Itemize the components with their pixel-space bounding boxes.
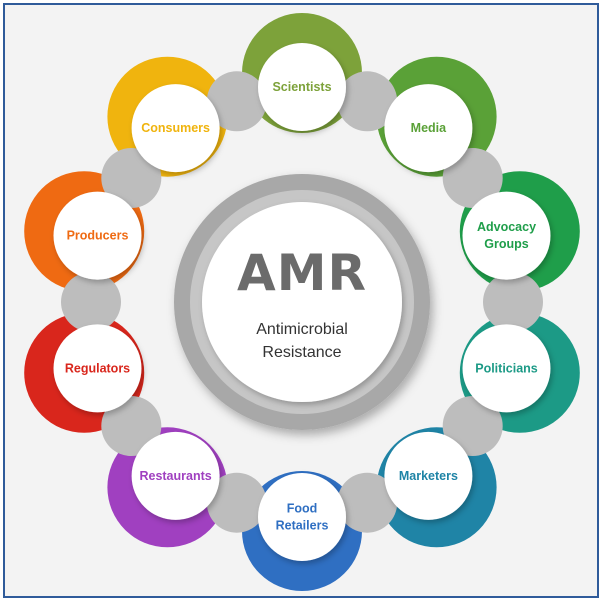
connector-circle-2 (483, 272, 543, 332)
stakeholder-node-circle (258, 43, 346, 131)
stakeholder-node-4: Marketers (384, 431, 473, 520)
connector-circle-8 (101, 148, 162, 208)
stakeholder-node-circle (131, 84, 220, 173)
stakeholder-label: Groups (484, 237, 528, 251)
stakeholder-label: Consumers (141, 121, 210, 135)
connector-circle-5 (206, 472, 267, 533)
stakeholder-node-circle (384, 431, 473, 520)
stakeholder-node-circle (53, 191, 142, 280)
connector-circles (61, 71, 543, 533)
stakeholder-node-6: Restaurants (131, 431, 220, 520)
stakeholder-node-3: Politicians (462, 324, 551, 413)
stakeholder-label: Producers (67, 229, 129, 243)
center-title: AMR (237, 244, 367, 302)
stakeholder-node-circle (258, 473, 346, 561)
connector-circle-3 (442, 396, 503, 456)
stakeholder-node-7: Regulators (53, 324, 142, 413)
stakeholder-node-9: Consumers (131, 84, 220, 173)
stakeholder-label: Food (287, 502, 318, 516)
stakeholder-node-0: Scientists (258, 43, 346, 131)
stakeholder-label: Marketers (399, 469, 458, 483)
stakeholder-label: Retailers (276, 519, 329, 533)
connector-circle-7 (61, 272, 121, 332)
connector-circle-1 (442, 148, 503, 208)
stakeholder-label: Media (411, 121, 447, 135)
connector-circle-4 (337, 472, 398, 533)
stakeholder-node-circle (462, 191, 551, 280)
stakeholder-label: Regulators (65, 361, 130, 375)
center-hub: AMR Antimicrobial Resistance (174, 174, 430, 430)
center-subtitle-line2: Resistance (262, 344, 341, 361)
center-subtitle-line1: Antimicrobial (256, 321, 348, 338)
stakeholder-label: Advocacy (477, 220, 536, 234)
stakeholder-label: Scientists (272, 80, 331, 94)
stakeholder-node-1: Media (384, 84, 473, 173)
connector-circle-6 (101, 396, 162, 456)
stakeholder-node-circle (462, 324, 551, 413)
stakeholder-node-circle (384, 84, 473, 173)
stakeholder-label: Politicians (475, 361, 538, 375)
stakeholder-label: Restaurants (139, 469, 211, 483)
stakeholder-node-circle (131, 431, 220, 520)
connector-circle-0 (337, 71, 398, 132)
stakeholder-node-8: Producers (53, 191, 142, 280)
center-disc (202, 202, 402, 402)
stakeholder-node-circle (53, 324, 142, 413)
stakeholder-nodes: ScientistsMediaAdvocacyGroupsPoliticians… (53, 43, 551, 561)
connector-circle-9 (206, 71, 267, 132)
